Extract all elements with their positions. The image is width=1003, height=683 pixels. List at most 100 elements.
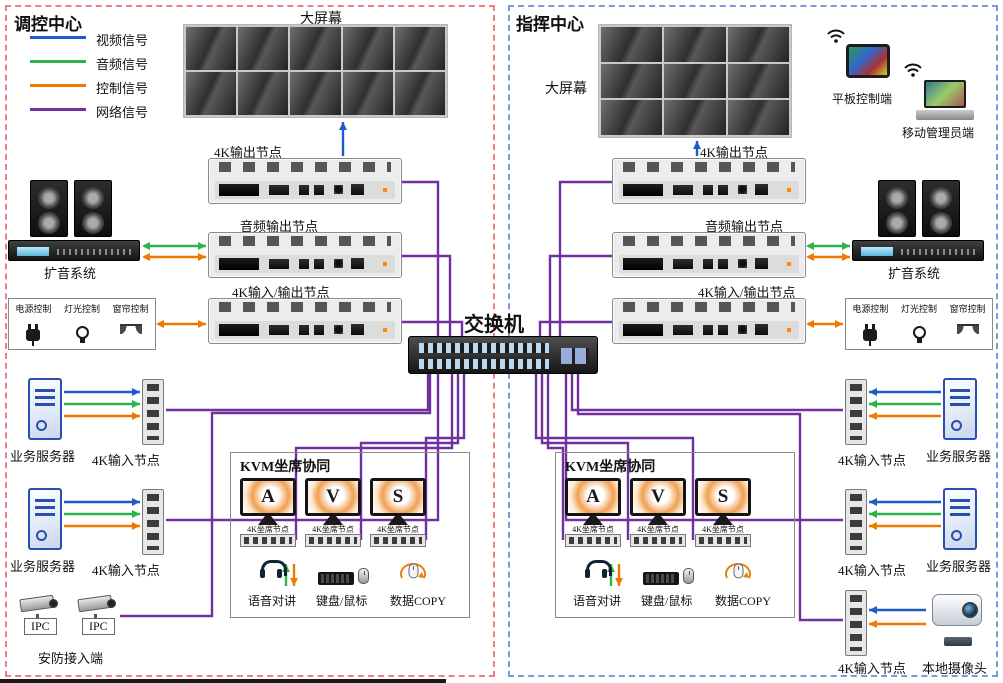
ptz-camera-icon [928, 592, 988, 648]
audio-processor [8, 240, 140, 261]
laptop-icon [916, 80, 974, 120]
ipc-camera-icon [76, 592, 122, 622]
monitor-screen: A [243, 481, 293, 513]
input-node-label: 4K输入节点 [838, 453, 906, 468]
node-4k-out-device-right [612, 158, 806, 204]
io-ports [619, 181, 799, 199]
headset-icon [260, 560, 287, 580]
screen-cell [664, 100, 726, 135]
seat-node-label: 4K坐席节点 [572, 525, 614, 534]
monitor-frame: A [565, 478, 621, 516]
node-audio-out-label-left: 音频输出节点 [240, 219, 319, 234]
server-label: 业务服务器 [10, 559, 76, 574]
seat-node-label: 4K坐席节点 [312, 525, 354, 534]
power-control: 电源控制 [9, 299, 58, 349]
screen-cell [186, 72, 237, 115]
ipc-tag: IPC [82, 618, 115, 635]
input-node-device [845, 379, 867, 445]
legend-network-label: 网络信号 [96, 105, 149, 120]
input-node-device [142, 489, 164, 555]
light-control-label: 灯光控制 [901, 304, 938, 314]
kbm-label: 键盘/鼠标 [641, 594, 693, 608]
env-control-panel-left: 电源控制 灯光控制 窗帘控制 [8, 298, 156, 350]
speaker-icon [74, 180, 112, 237]
kvm-monitor: S [695, 478, 751, 525]
monitor-screen: S [373, 481, 423, 513]
kvm-group-right [555, 452, 795, 618]
light-control-label: 灯光控制 [64, 304, 101, 314]
curtain-control: 窗帘控制 [106, 299, 155, 349]
power-icon-wrap [20, 319, 46, 346]
plug-icon [26, 323, 41, 346]
node-4k-out-label-left: 4K输出节点 [214, 145, 282, 160]
node-4k-io-device-left [208, 298, 402, 344]
monitor-frame: S [695, 478, 751, 516]
monitor-stand [258, 516, 278, 525]
net-line-seat2-right [540, 374, 630, 540]
video-wall-right [598, 24, 792, 138]
screen-cell [601, 100, 663, 135]
bulb-icon [75, 325, 89, 343]
legend-video-swatch [30, 36, 86, 39]
screen-cell [290, 72, 341, 115]
net-line-seat1-right [546, 374, 565, 540]
seat-node-device [370, 534, 426, 547]
camera-lens [107, 599, 116, 608]
ipc-camera-icon [18, 592, 64, 622]
top-ports [219, 162, 391, 172]
monitor-stand [583, 516, 603, 525]
bulb-icon [912, 325, 926, 343]
copy-label: 数据COPY [390, 594, 447, 608]
light-icon-wrap [69, 319, 95, 345]
input-node-device [845, 590, 867, 656]
light-icon-wrap [906, 319, 932, 345]
input-node-label: 4K输入节点 [838, 661, 906, 676]
input-node-label: 4K输入节点 [92, 563, 160, 578]
kvm-monitor: A [240, 478, 296, 525]
screen-cell [238, 72, 289, 115]
sfp-ports [561, 348, 589, 364]
kvm-title-right: KVM坐席协同 [565, 460, 656, 475]
io-ports [619, 255, 799, 273]
net-line-audio-right [548, 254, 612, 336]
net-line-io-left [402, 320, 464, 336]
top-ports [623, 236, 795, 246]
seat-node-label: 4K坐席节点 [247, 525, 289, 534]
kvm-monitor: V [305, 478, 361, 525]
power-control: 电源控制 [846, 299, 895, 349]
legend-video-label: 视频信号 [96, 33, 149, 48]
net-line-out-right [558, 180, 612, 336]
seat-node-label: 4K坐席节点 [377, 525, 419, 534]
seat-node-label: 4K坐席节点 [702, 525, 744, 534]
screen-cell [601, 63, 663, 99]
monitor-frame: A [240, 478, 296, 516]
mouse-icon [683, 568, 694, 584]
net-line-audio-left [402, 254, 452, 336]
monitor-frame: V [305, 478, 361, 516]
laptop-screen-content [926, 82, 964, 106]
top-ports [623, 302, 795, 312]
monitor-frame: S [370, 478, 426, 516]
server-label: 业务服务器 [10, 449, 76, 464]
audio-processor [852, 240, 984, 261]
screen-cell [394, 72, 445, 115]
node-audio-out-device-left [208, 232, 402, 278]
ipc-tag: IPC [24, 618, 57, 635]
monitor-stand [648, 516, 668, 525]
amp-label-left: 扩音系统 [44, 266, 97, 281]
net-line-io-right [538, 320, 612, 336]
server-label: 业务服务器 [926, 559, 992, 574]
laptop-keyboard [916, 110, 974, 120]
data-copy-icon [400, 563, 426, 579]
input-node-label: 4K输入节点 [92, 453, 160, 468]
speaker-icon [878, 180, 916, 237]
net-line-in2-left [166, 374, 440, 522]
video-wall-left [183, 24, 448, 118]
camera-base [944, 637, 972, 646]
top-ports [219, 236, 391, 246]
screen-cell [394, 27, 445, 70]
screen-cell [727, 27, 789, 62]
net-line-ipc-left [120, 374, 432, 618]
